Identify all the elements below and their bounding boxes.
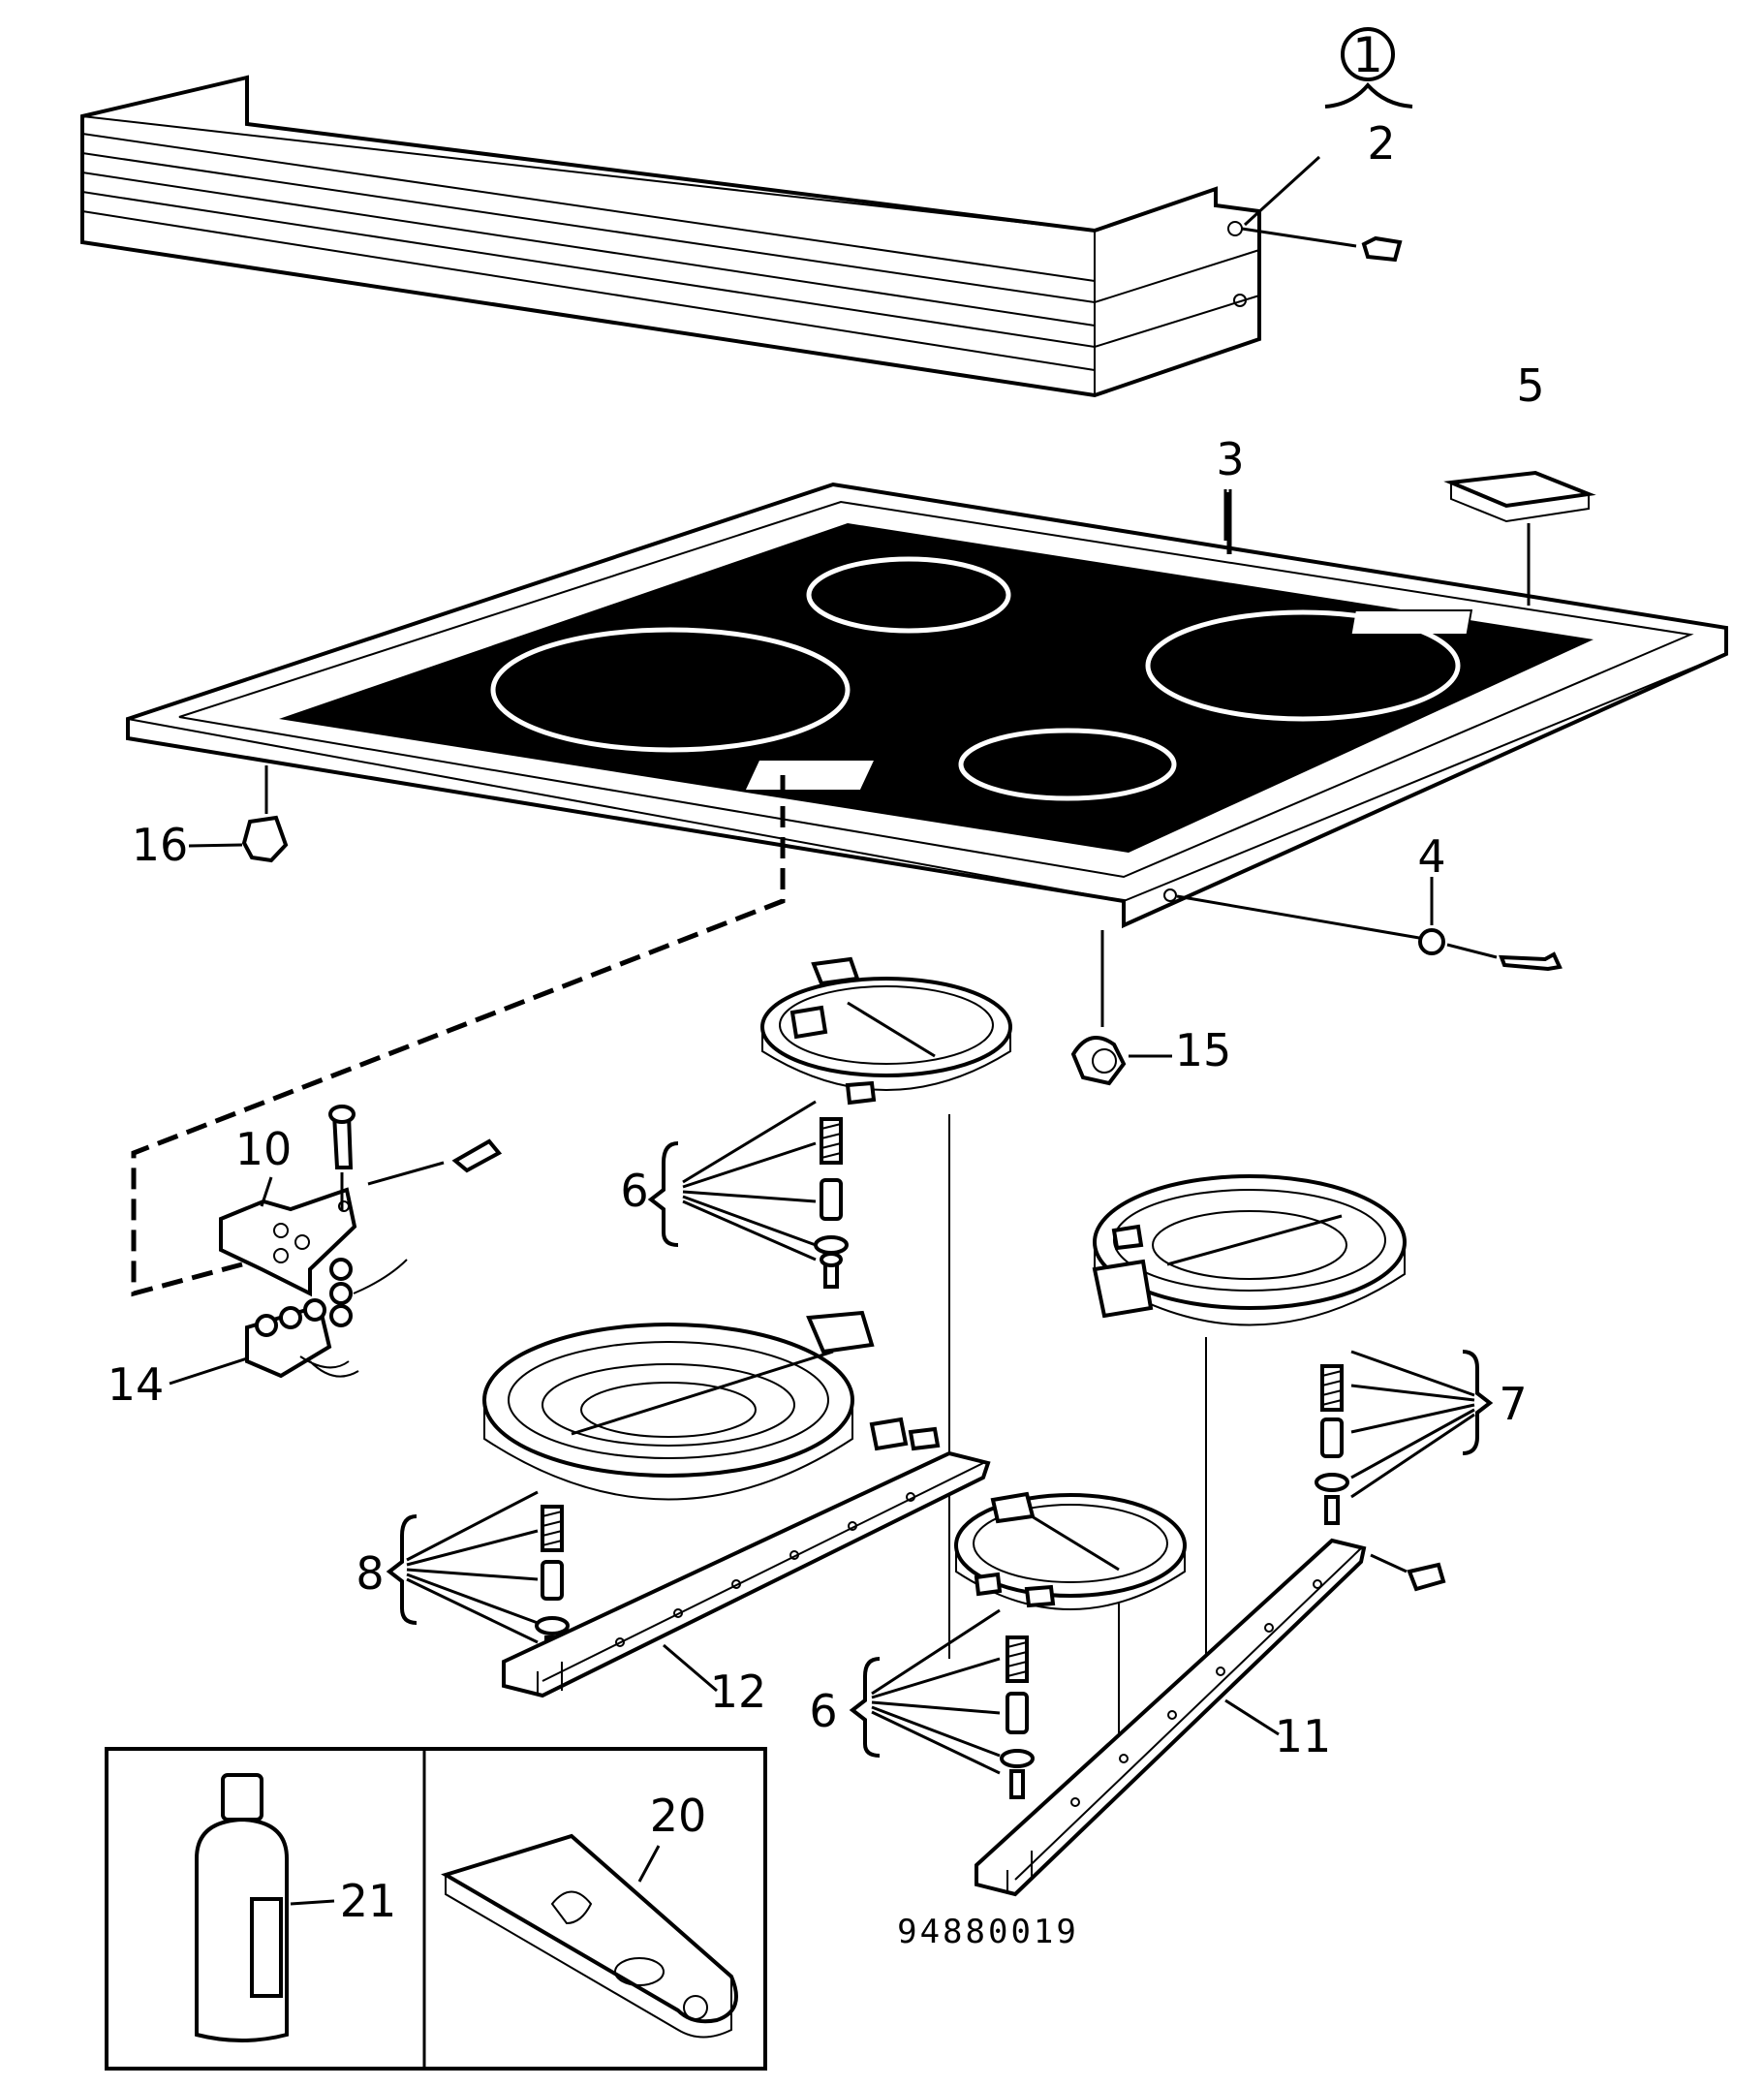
heating-element-right	[1092, 1174, 1407, 1700]
support-rail-part-11	[975, 1538, 1446, 1897]
heating-element-large	[482, 1310, 941, 1501]
earth-wire-dashed	[131, 775, 786, 1297]
label-assembly-1: 1	[1352, 27, 1383, 83]
label-part-20: 20	[650, 1790, 707, 1842]
control-cover-part-5	[1443, 470, 1596, 606]
cooking-zone-small-front	[958, 728, 1177, 801]
label-part-6-bottom: 6	[809, 1685, 837, 1737]
label-part-10: 10	[235, 1123, 293, 1175]
label-part-6-top: 6	[620, 1165, 648, 1217]
cooking-zone-small-rear	[806, 556, 1011, 634]
plug-part-2	[1241, 227, 1403, 263]
label-part-21: 21	[340, 1875, 397, 1927]
label-part-2: 2	[1367, 117, 1395, 170]
label-part-4: 4	[1417, 830, 1445, 883]
fixing-kit-6-bottom	[849, 1608, 1035, 1799]
label-part-14: 14	[108, 1358, 165, 1411]
label-part-16: 16	[132, 819, 189, 871]
label-part-12: 12	[710, 1666, 767, 1718]
cooking-zone-large-right	[1145, 609, 1461, 722]
label-part-11: 11	[1275, 1710, 1332, 1762]
label-part-15: 15	[1175, 1024, 1232, 1076]
label-part-3: 3	[1216, 433, 1244, 485]
heating-element-top	[760, 956, 1012, 1659]
heating-element-small	[954, 1491, 1187, 1749]
scraper-part-20	[441, 1833, 738, 2039]
fixing-kit-8	[386, 1490, 570, 1666]
accessories-box	[105, 1747, 767, 2071]
fixing-kit-6-top	[647, 1100, 849, 1289]
ceramic-hob-top	[126, 482, 1728, 929]
bracket-part-15	[1070, 930, 1172, 1086]
back-panel	[80, 75, 1261, 398]
cleaner-bottle-part-21	[195, 1773, 289, 2042]
rubber-foot-part-16	[188, 765, 289, 863]
cooking-zone-large-left	[490, 627, 851, 753]
label-part-8: 8	[356, 1547, 384, 1600]
label-part-7: 7	[1499, 1378, 1527, 1430]
fixing-kit-7	[1315, 1350, 1494, 1525]
drawing-number: 94880019	[897, 1913, 1079, 1951]
screw-part-4	[1176, 877, 1563, 972]
support-rail-part-12	[502, 1450, 991, 1698]
terminal-bracket-part-10	[219, 1105, 503, 1327]
label-part-5: 5	[1516, 359, 1544, 412]
terminal-block-part-14	[169, 1298, 359, 1386]
